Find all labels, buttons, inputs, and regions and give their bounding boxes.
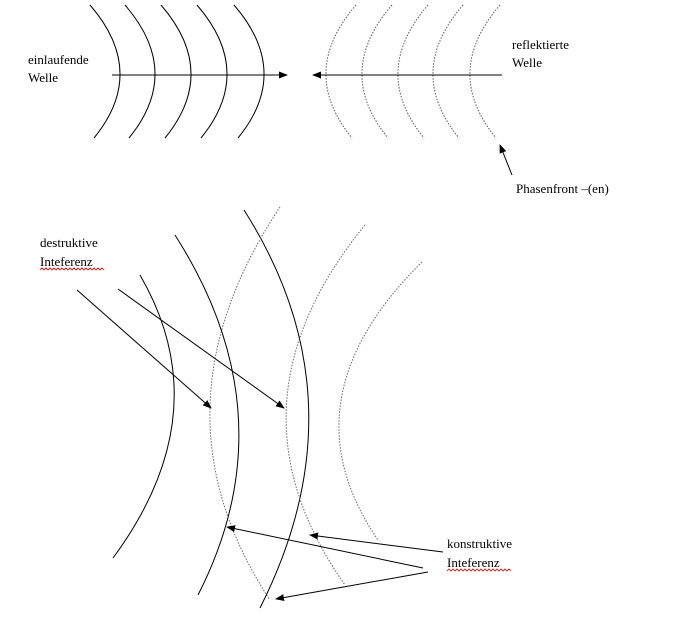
label-destructive: destruktive xyxy=(40,235,98,250)
reflected-wavefront-4 xyxy=(432,4,464,139)
incoming-wave xyxy=(89,4,265,139)
label-reflected-line1: reflektierte xyxy=(512,37,569,52)
label-reflected-wave-2: Welle xyxy=(512,55,542,70)
label-constructive-line1: konstruktive xyxy=(447,536,512,551)
label-phasefront-text: Phasenfront –(en) xyxy=(516,181,609,196)
reflected-wave xyxy=(325,4,501,139)
label-reflected-line2: Welle xyxy=(512,55,542,70)
incoming-wavefront-4 xyxy=(196,4,228,139)
constructive-arrows xyxy=(226,525,444,602)
reflected-wavefront-1 xyxy=(325,4,357,139)
incoming-wavefront-5 xyxy=(233,4,265,139)
label-constructive: konstruktive xyxy=(447,536,512,551)
label-reflected-wave: reflektierte xyxy=(512,37,569,52)
phasefront-arrow xyxy=(499,144,513,176)
destructive-arrows xyxy=(76,288,285,409)
constructive-arrow-2 xyxy=(226,525,424,569)
destructive-arrow-1 xyxy=(76,289,212,409)
label-destructive-line1: destruktive xyxy=(40,235,98,250)
constructive-arrow-1 xyxy=(309,532,444,553)
bottom-reflected-wavefront-2 xyxy=(285,224,366,586)
destructive-arrow-2 xyxy=(117,288,285,409)
label-phasefront: Phasenfront –(en) xyxy=(516,181,609,196)
label-incoming-wave-2: Welle xyxy=(28,70,58,85)
label-destructive-line2: Inteferenz xyxy=(40,254,93,269)
spellcheck-underline-destructive xyxy=(39,267,105,271)
reflected-wavefront-5 xyxy=(469,4,501,139)
bottom-incoming-wavefront-1 xyxy=(112,274,175,559)
label-constructive-2: Inteferenz xyxy=(447,555,500,570)
incoming-wavefronts-bottom xyxy=(112,209,310,609)
incoming-wavefront-3 xyxy=(160,4,192,139)
constructive-arrow-3 xyxy=(275,571,429,602)
label-incoming-wave: einlaufende xyxy=(28,52,89,67)
label-constructive-line2: Inteferenz xyxy=(447,555,500,570)
incoming-wavefront-1 xyxy=(89,4,121,139)
bottom-incoming-wavefront-2 xyxy=(174,234,240,596)
label-incoming-line2: Welle xyxy=(28,70,58,85)
label-destructive-2: Inteferenz xyxy=(40,254,93,269)
bottom-incoming-wavefront-3 xyxy=(243,209,310,609)
incoming-wavefront-2 xyxy=(124,4,156,139)
reflected-wavefronts-bottom xyxy=(209,206,423,601)
reflected-wavefront-2 xyxy=(361,4,393,139)
spellcheck-underline-constructive xyxy=(446,568,512,572)
label-incoming-line1: einlaufende xyxy=(28,52,89,67)
bottom-reflected-wavefront-3 xyxy=(338,261,423,541)
reflected-wavefront-3 xyxy=(397,4,429,139)
